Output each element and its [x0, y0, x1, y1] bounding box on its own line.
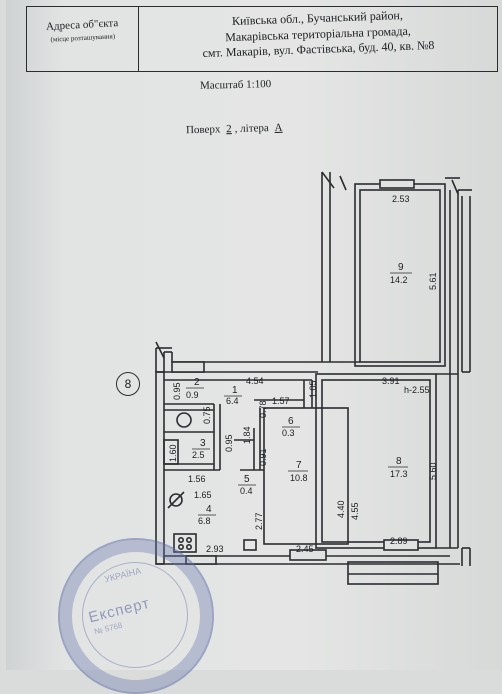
room-4-number: 4	[206, 504, 212, 515]
dim-3-91: 3.91	[382, 376, 400, 386]
room-9-area: 14.2	[390, 275, 408, 285]
room-5-number: 5	[244, 474, 250, 485]
room-4-area: 6.8	[198, 516, 211, 526]
dim-1-65: 1.65	[194, 490, 212, 500]
room-6-area: 0.3	[282, 428, 295, 438]
expert-stamp: УКРАЇНА Експерт № 5768	[58, 538, 214, 694]
dim-1-05: 1.05	[308, 380, 318, 398]
dim-0-95-a: 0.95	[172, 382, 182, 400]
address-header-table: Адреса об"єкта (місце розташування) Київ…	[26, 6, 498, 72]
room-1-area: 6.4	[226, 396, 239, 406]
room-8-area: 17.3	[390, 469, 408, 479]
ceiling-height: h-2.55	[404, 385, 430, 395]
room-7-area: 10.8	[290, 473, 308, 483]
dim-0-95-b: 0.95	[224, 434, 234, 452]
room-3-number: 3	[200, 438, 206, 449]
dim-4-54: 4.54	[246, 376, 264, 386]
axis-marker: 8	[116, 372, 140, 396]
dim-2-45: 2.45	[296, 544, 314, 554]
dim-2-89: 2.89	[390, 536, 408, 546]
dim-5-60: 5.60	[428, 462, 438, 480]
header-divider	[138, 7, 139, 71]
dim-1-56: 1.56	[188, 474, 206, 484]
dim-0-75: 0.75	[202, 406, 212, 424]
room-6-number: 6	[288, 416, 294, 427]
dim-1-60: 1.60	[168, 444, 178, 462]
room-3-area: 2.5	[192, 450, 205, 460]
dimension-labels: 2.53 5.61 4.54 1.05 3.91 h-2.55 0.95 0.7…	[168, 194, 438, 554]
room-8-number: 8	[396, 456, 402, 467]
dim-2-77: 2.77	[254, 512, 264, 530]
dim-5-61: 5.61	[428, 272, 438, 290]
room-1-number: 1	[232, 385, 238, 396]
room-9-number: 9	[398, 262, 404, 273]
dim-1-84: 1.84	[242, 426, 252, 444]
dim-4-55: 4.55	[350, 502, 360, 520]
stamp-inner-ring	[82, 562, 188, 668]
dim-1-57: 1.57	[272, 396, 290, 406]
room-7-number: 7	[296, 460, 302, 471]
plan-walls	[155, 171, 472, 585]
dim-0-91: 0.91	[258, 448, 268, 466]
dim-4-40: 4.40	[336, 500, 346, 518]
dim-2-53: 2.53	[392, 194, 410, 204]
room-2-area: 0.9	[186, 390, 199, 400]
dim-0-78: 0.78	[258, 400, 268, 418]
room-labels: 9 14.2 1 6.4 2 0.9 3 2.5 4 6.8 5 0.4 6 0…	[186, 262, 408, 526]
room-5-area: 0.4	[240, 486, 253, 496]
room-2-number: 2	[194, 377, 200, 388]
floor-plan: 9 14.2 1 6.4 2 0.9 3 2.5 4 6.8 5 0.4 6 0…	[155, 171, 472, 585]
dim-2-93: 2.93	[206, 544, 224, 554]
